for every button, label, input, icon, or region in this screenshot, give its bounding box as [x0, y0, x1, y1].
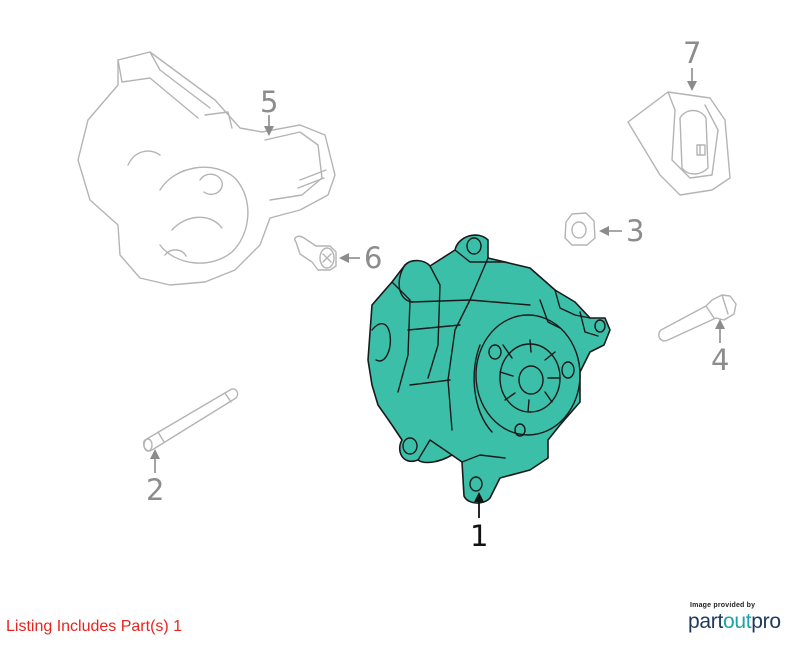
- callout-3[interactable]: 3: [626, 214, 644, 248]
- brand-logo-part: part: [688, 610, 723, 633]
- callout-4[interactable]: 4: [711, 343, 729, 377]
- callout-5[interactable]: 5: [260, 85, 278, 119]
- brand-attribution: Image provided by partoutpro: [688, 602, 794, 635]
- part-6-bolt[interactable]: [294, 235, 337, 271]
- part-7-cover[interactable]: [627, 91, 731, 196]
- part-3-nut[interactable]: [564, 212, 596, 246]
- callout-1[interactable]: 1: [470, 519, 488, 553]
- brand-logo-pro: pro: [751, 610, 781, 633]
- callout-7[interactable]: 7: [683, 36, 701, 70]
- callout-6[interactable]: 6: [364, 241, 382, 275]
- callout-2[interactable]: 2: [146, 473, 164, 507]
- part-4-bolt[interactable]: [658, 294, 737, 342]
- brand-logo: partoutpro: [688, 609, 794, 635]
- brand-caption: Image provided by: [690, 602, 756, 609]
- callout-leaders: [150, 68, 725, 518]
- part-1-alternator[interactable]: [367, 234, 611, 504]
- brand-logo-out: out: [723, 610, 752, 633]
- part-5-bracket[interactable]: [77, 51, 336, 286]
- listing-note: Listing Includes Part(s) 1: [6, 618, 183, 635]
- part-2-stud[interactable]: [142, 388, 239, 452]
